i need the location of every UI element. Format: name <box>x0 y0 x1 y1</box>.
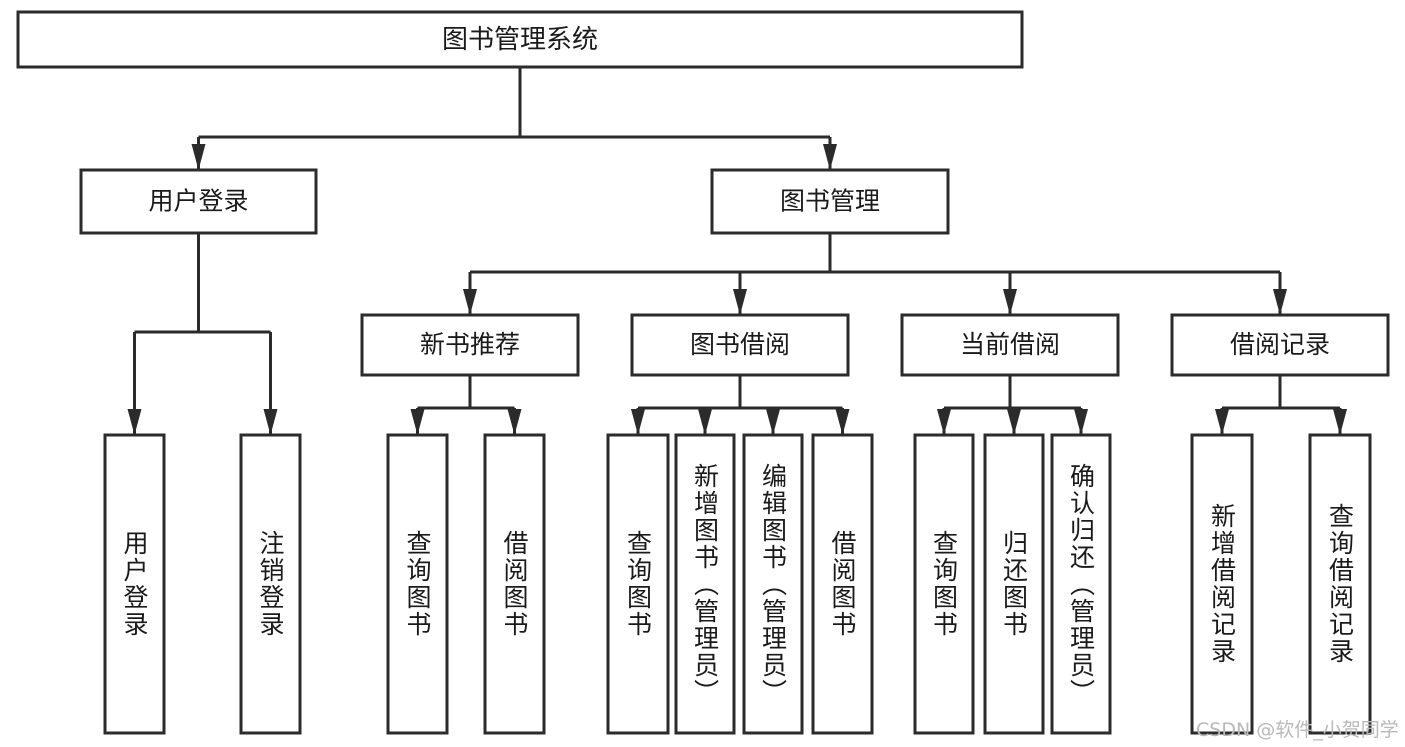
leaf-box-0[interactable] <box>103 433 166 735</box>
node-label-level3-1: 图书借阅 <box>690 330 790 359</box>
leaf-box-1[interactable] <box>239 433 302 735</box>
leaf-box-11[interactable] <box>1190 433 1254 735</box>
arrow-head-icon <box>263 409 278 435</box>
leaf-box-5[interactable] <box>674 433 736 735</box>
leaf-box-2[interactable] <box>386 433 449 735</box>
arrow-head-icon <box>410 409 425 435</box>
arrow-head-icon <box>191 144 206 170</box>
node-label-level3-0: 新书推荐 <box>420 330 520 359</box>
arrow-head-icon <box>1074 409 1088 435</box>
arrow-head-icon <box>698 409 712 435</box>
node-label-level3-2: 当前借阅 <box>960 330 1060 359</box>
arrow-head-icon <box>463 289 477 315</box>
node-box-level3-2[interactable] <box>900 313 1120 377</box>
leaf-box-9[interactable] <box>983 433 1045 735</box>
arrow-head-icon <box>733 289 747 315</box>
leaf-box-6[interactable] <box>742 433 804 735</box>
arrow-head-icon <box>1007 409 1021 435</box>
node-label-level2-1: 图书管理 <box>780 187 880 216</box>
leaf-box-4[interactable] <box>606 433 670 735</box>
node-box-root[interactable] <box>16 10 1024 69</box>
leaf-box-12[interactable] <box>1308 433 1372 735</box>
leaf-box-8[interactable] <box>913 433 975 735</box>
arrow-head-icon <box>1333 409 1347 435</box>
arrow-head-icon <box>631 409 645 435</box>
node-box-level2-1[interactable] <box>710 168 950 235</box>
leaf-box-7[interactable] <box>811 433 874 735</box>
arrow-head-icon <box>937 409 951 435</box>
arrow-head-icon <box>1003 289 1017 315</box>
arrow-head-icon <box>766 409 780 435</box>
node-label-root: 图书管理系统 <box>442 25 598 55</box>
node-label-level3-3: 借阅记录 <box>1230 330 1330 359</box>
connector-layer <box>127 67 1347 435</box>
node-box-level3-1[interactable] <box>630 313 850 377</box>
leaf-box-10[interactable] <box>1050 433 1112 735</box>
arrow-head-icon <box>127 409 142 435</box>
leaf-box-3[interactable] <box>483 433 546 735</box>
node-box-level3-0[interactable] <box>360 313 580 377</box>
node-box-level2-0[interactable] <box>79 168 318 235</box>
arrow-head-icon <box>835 409 850 435</box>
node-label-level2-0: 用户登录 <box>148 187 248 216</box>
arrow-head-icon <box>507 409 522 435</box>
arrow-head-icon <box>823 144 837 170</box>
node-box-layer <box>16 10 1390 735</box>
arrow-head-icon <box>1215 409 1229 435</box>
node-box-level3-3[interactable] <box>1170 313 1390 377</box>
arrow-head-icon <box>1273 289 1287 315</box>
